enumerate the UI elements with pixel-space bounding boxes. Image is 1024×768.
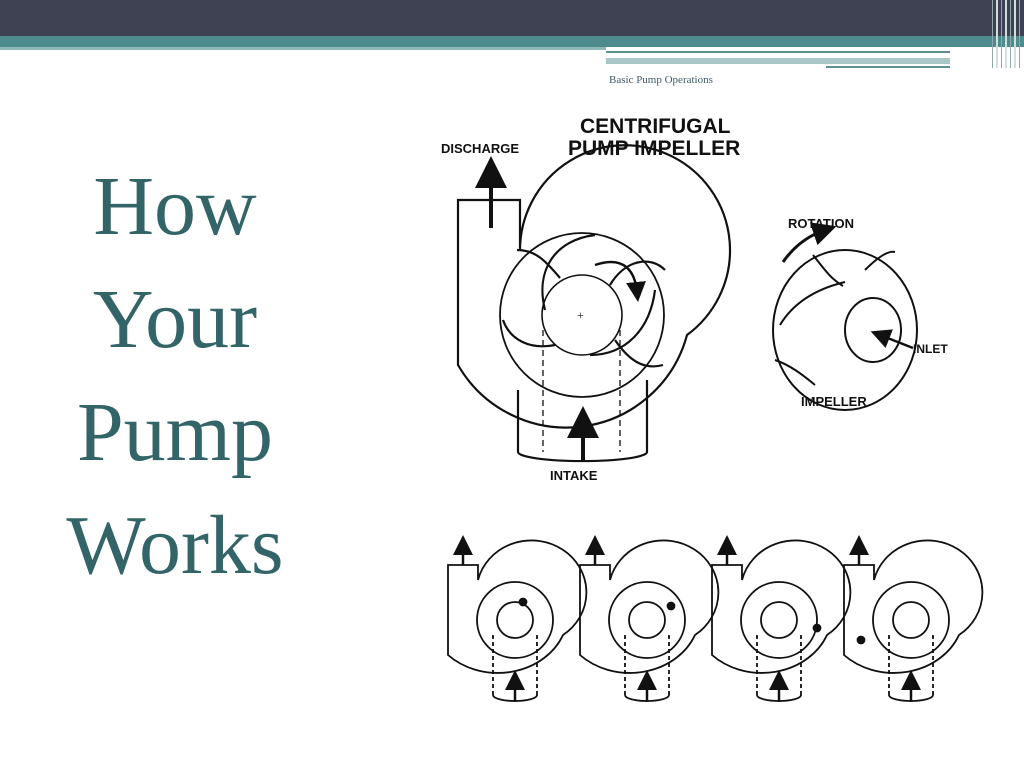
rotation-arrow-icon [781, 222, 837, 263]
svg-text:+: + [577, 308, 584, 322]
header-rule-2 [606, 58, 950, 64]
title-line-2: Your [92, 273, 258, 366]
header-rule-1 [606, 51, 950, 53]
title-line-1: How [93, 160, 257, 253]
small-pump-1 [447, 535, 588, 702]
label-inlet: INLET [913, 342, 948, 356]
header-bar-teal [0, 36, 1024, 47]
diagram-heading-line1: CENTRIFUGAL [580, 115, 731, 138]
small-pump-4 [843, 535, 984, 702]
label-impeller: IMPELLER [801, 394, 867, 409]
header-bar-dark [0, 0, 1024, 36]
slide-title: How Your Pump Works [20, 150, 330, 602]
inlet-arrow-icon [870, 329, 914, 350]
header-bar-teal-light [0, 47, 606, 50]
title-line-3: Pump [76, 386, 274, 479]
header-rule-3 [826, 66, 950, 68]
small-pump-3 [711, 535, 852, 702]
small-pump-2 [579, 535, 720, 702]
main-pump-casing: + [456, 144, 732, 463]
title-line-4: Works [66, 499, 284, 592]
pump-impeller-diagram: CENTRIFUGAL PUMP IMPELLER DISCHARGE + IN… [441, 115, 984, 702]
header-corner-stripes [990, 0, 1024, 68]
label-intake: INTAKE [550, 468, 598, 483]
label-rotation: ROTATION [788, 216, 854, 231]
label-discharge: DISCHARGE [441, 141, 519, 156]
impeller-3d-icon [772, 249, 918, 411]
slide-subtitle: Basic Pump Operations [609, 74, 713, 86]
